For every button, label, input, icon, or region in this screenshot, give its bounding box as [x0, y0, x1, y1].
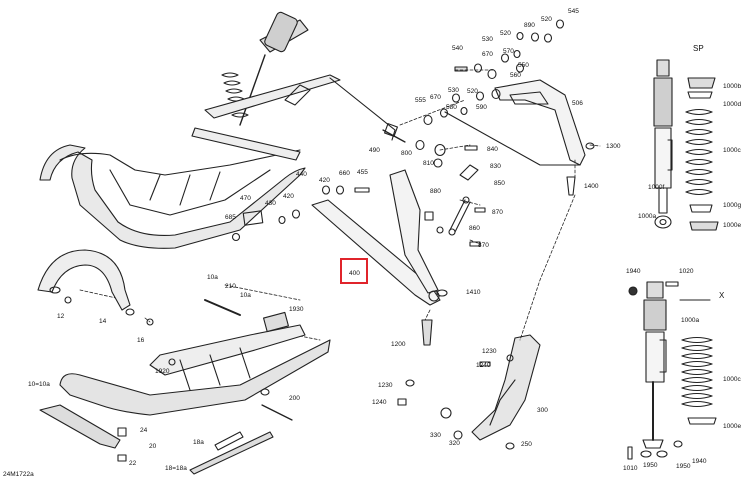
shock-sp — [653, 59, 719, 231]
section-label-sp: SP — [693, 44, 704, 53]
part-label: 590 — [476, 104, 487, 111]
part-label: 670 — [482, 51, 493, 58]
label-400-highlighted: 400 — [349, 270, 360, 277]
ski-handle — [37, 249, 154, 326]
spindle — [397, 334, 541, 450]
part-label: 1020 — [679, 268, 694, 275]
part-label: 22 — [129, 460, 137, 467]
part-label: 1400 — [584, 183, 599, 190]
part-label: 420 — [283, 193, 294, 200]
part-label: 20 — [149, 443, 157, 450]
assembled-shock — [191, 11, 396, 161]
highlight-box — [340, 258, 368, 284]
part-label: 1000b — [723, 83, 742, 90]
part-label: 250 — [521, 441, 532, 448]
part-label: 10a — [240, 292, 251, 299]
part-label: 1000a — [638, 213, 657, 220]
part-label: 560 — [510, 72, 521, 79]
part-label: 330 — [430, 432, 441, 439]
part-label: 540 — [452, 45, 463, 52]
ski-skag — [39, 404, 127, 462]
part-label: 660 — [339, 170, 350, 177]
part-label: 320 — [449, 440, 460, 447]
lower-a-arm — [311, 169, 441, 306]
part-label: 530 — [448, 87, 459, 94]
part-label: 1940 — [692, 458, 707, 465]
part-label: 1200 — [391, 341, 406, 348]
part-label: 1000e — [723, 423, 742, 430]
part-label: 1010 — [623, 465, 638, 472]
part-label: 870 — [478, 242, 489, 249]
part-label: 1230 — [378, 382, 393, 389]
sway-link — [448, 164, 479, 236]
part-label: 14 — [99, 318, 107, 325]
part-label: 670 — [430, 94, 441, 101]
part-label: 1000d — [723, 101, 742, 108]
part-label: 1920 — [155, 368, 170, 375]
part-label: 24 — [140, 427, 148, 434]
part-label: 420 — [319, 177, 330, 184]
part-label: 570 — [503, 48, 514, 55]
carbide-runner — [189, 431, 274, 475]
part-label: 685 — [225, 214, 236, 221]
part-label: 800 — [401, 150, 412, 157]
part-label: 1230 — [482, 348, 497, 355]
part-label: 440 — [296, 171, 307, 178]
part-label: 840 — [487, 146, 498, 153]
part-label: 580 — [446, 104, 457, 111]
part-label: 550 — [518, 62, 529, 69]
figure-id: 24M1722a — [3, 471, 34, 478]
hardware — [231, 19, 595, 346]
part-label: 18a — [193, 439, 204, 446]
part-label: 506 — [572, 100, 583, 107]
section-label-x: X — [719, 291, 725, 300]
part-label: 1300 — [606, 143, 621, 150]
part-label: 530 — [482, 36, 493, 43]
part-label: 1930 — [289, 306, 304, 313]
part-label: 545 — [568, 8, 579, 15]
assembled-ski — [39, 144, 306, 249]
part-label: 10a — [207, 274, 218, 281]
part-label: 1000g — [723, 202, 742, 209]
part-label: 16 — [137, 337, 145, 344]
part-label: 12 — [57, 313, 65, 320]
part-label: 1000f — [648, 184, 665, 191]
part-label: 430 — [265, 200, 276, 207]
part-label: 1410 — [466, 289, 481, 296]
part-label: 1000e — [723, 222, 742, 229]
part-label: 520 — [541, 16, 552, 23]
part-label: 1240 — [476, 362, 491, 369]
part-label: 890 — [524, 22, 535, 29]
ski-body — [59, 299, 331, 421]
upper-a-arm — [444, 79, 586, 166]
part-label: 810 — [423, 160, 434, 167]
part-label: 520 — [500, 30, 511, 37]
part-label: 870 — [492, 209, 503, 216]
leader-lines — [79, 69, 601, 341]
part-label: 10=10a — [28, 381, 50, 388]
part-label: 200 — [289, 395, 300, 402]
part-label: 555 — [415, 97, 426, 104]
shock-x — [627, 281, 717, 460]
part-label: 1000c — [723, 147, 741, 154]
part-label: 300 — [537, 407, 548, 414]
part-label: 880 — [430, 188, 441, 195]
part-label: 860 — [469, 225, 480, 232]
part-label: 1940 — [626, 268, 641, 275]
part-label: 520 — [467, 88, 478, 95]
part-label: 490 — [369, 147, 380, 154]
part-label: 210 — [225, 283, 236, 290]
part-label: 455 — [357, 169, 368, 176]
part-label: 470 — [240, 195, 251, 202]
part-label: 1000a — [681, 317, 700, 324]
part-label: 850 — [494, 180, 505, 187]
part-label: 1950 — [676, 463, 691, 470]
part-label: 1240 — [372, 399, 387, 406]
part-label: 1000c — [723, 376, 741, 383]
part-label: 18=18a — [165, 465, 187, 472]
part-label: 1950 — [643, 462, 658, 469]
part-label: 830 — [490, 163, 501, 170]
